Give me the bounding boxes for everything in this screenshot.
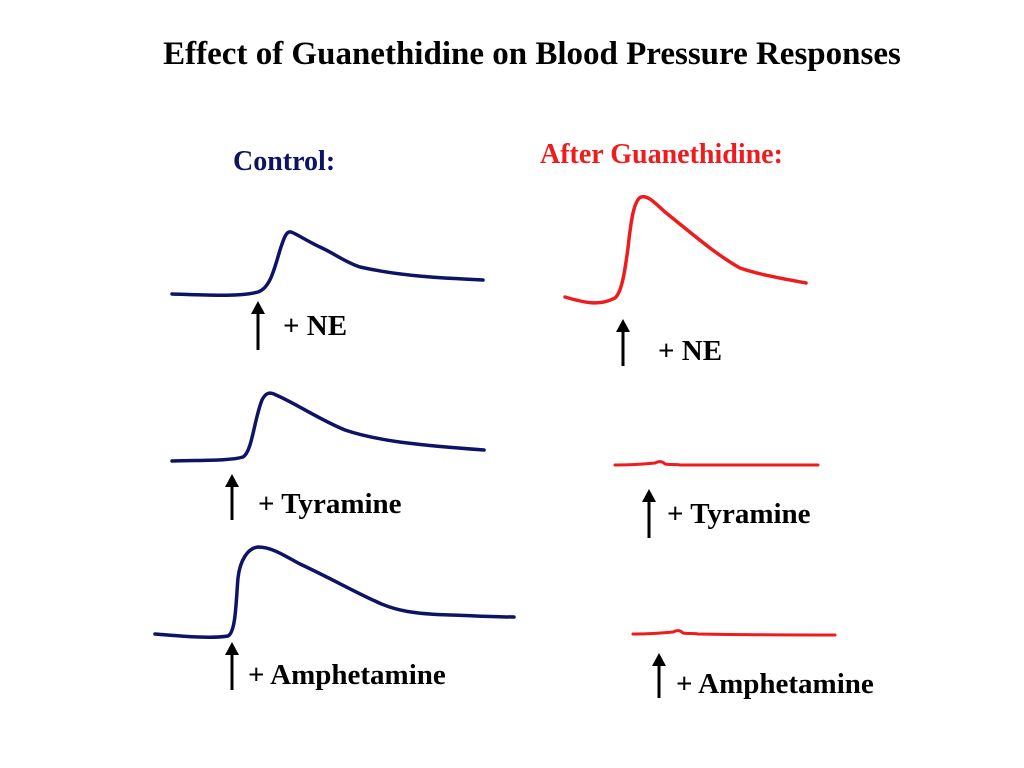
trace-after-tyramine: [613, 460, 820, 467]
arrow-icon-after-amphetamine: [652, 653, 666, 698]
after-guanethidine-heading: After Guanethidine:: [540, 139, 783, 170]
trace-after-ne: [563, 194, 808, 305]
control-heading: Control:: [233, 146, 336, 177]
arrow-icon-control-ne: [251, 301, 265, 350]
arrow-icon-after-tyramine: [642, 489, 656, 538]
label-control-ne: + NE: [283, 310, 348, 342]
trace-control-tyramine: [170, 391, 486, 463]
arrow-icon-after-ne: [616, 319, 630, 366]
arrow-icon-control-amphetamine: [225, 642, 239, 690]
label-control-amphetamine: + Amphetamine: [248, 659, 446, 691]
trace-control-amphetamine: [153, 545, 516, 640]
label-after-ne: + NE: [658, 335, 723, 367]
arrow-icon-control-tyramine: [225, 474, 239, 520]
label-after-amphetamine: + Amphetamine: [676, 668, 874, 700]
page-title: Effect of Guanethidine on Blood Pressure…: [163, 36, 901, 72]
label-control-tyramine: + Tyramine: [258, 488, 402, 520]
trace-after-amphetamine: [631, 629, 837, 637]
trace-control-ne: [170, 230, 485, 297]
label-after-tyramine: + Tyramine: [667, 498, 811, 530]
